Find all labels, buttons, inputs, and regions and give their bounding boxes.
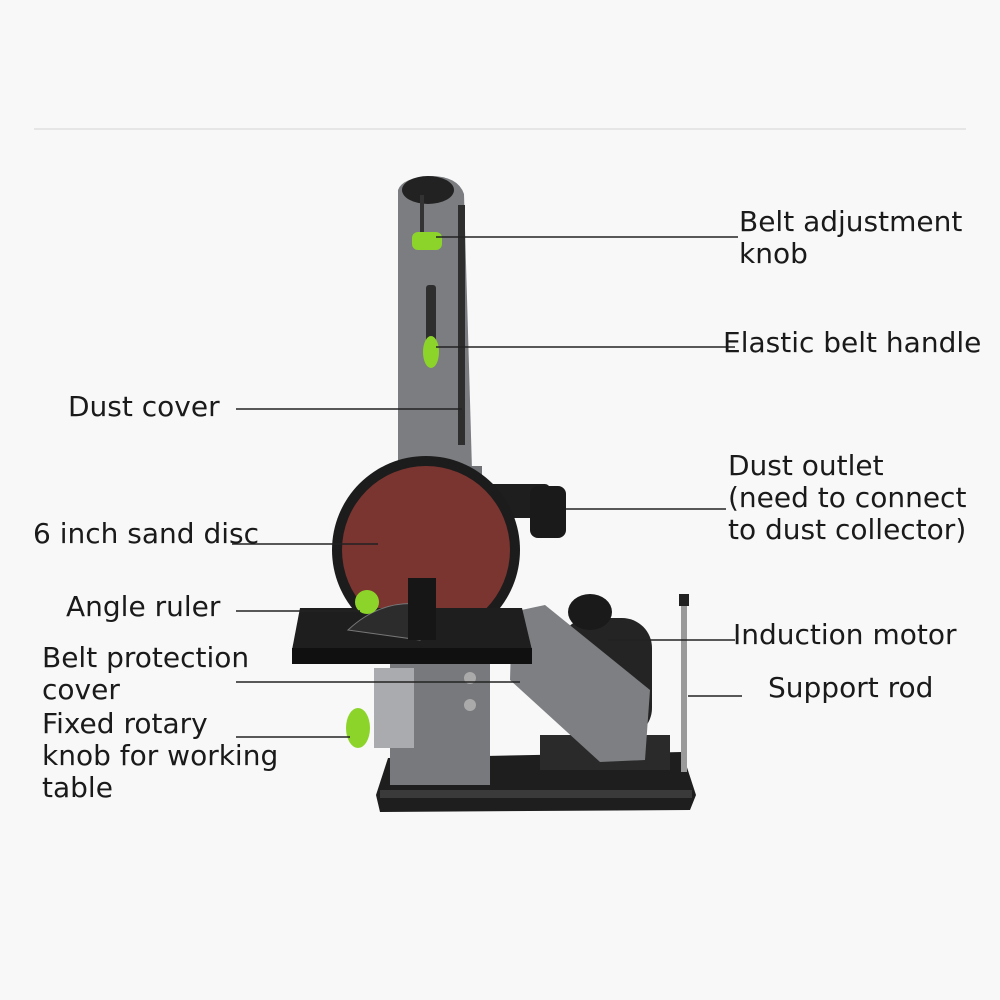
dust-outlet-elbow [530,486,566,538]
sand-disc [342,466,510,634]
label-induction-motor: Induction motor [733,618,957,651]
elastic-belt-handle-icon [423,336,439,368]
label-elastic-belt-handle: Elastic belt handle [723,326,982,359]
label-dust-outlet: Dust outlet (need to connect to dust col… [728,449,967,546]
cover-bolt-1 [464,672,476,684]
support-rod [681,600,687,772]
label-support-rod: Support rod [768,671,934,704]
top-divider [34,128,966,130]
label-belt-adjustment-knob: Belt adjustment knob [739,205,963,270]
belt-top-pulley [402,176,454,204]
angle-ruler-knob-icon [355,590,379,614]
label-dust-cover: Dust cover [68,390,220,423]
base-plate-top [380,790,692,798]
tilt-bracket [374,668,414,748]
motor-cap [568,594,612,630]
leader-lines [232,236,742,738]
working-table-front [292,648,532,664]
label-belt-protection-cover: Belt protection cover [42,641,250,706]
belt-protection-cover [510,605,650,762]
belt-slot [426,285,436,345]
table-rotary-knob-icon [346,708,370,748]
label-fixed-rotary-knob: Fixed rotary knob for working table [42,707,279,804]
support-rod-cap [679,594,689,606]
belt-edge [458,205,465,445]
belt-adjustment-knob-icon [412,232,442,250]
angle-ruler-fence [408,578,436,640]
cover-bolt-2 [464,699,476,711]
label-angle-ruler: Angle ruler [66,590,221,623]
label-sand-disc: 6 inch sand disc [33,517,259,550]
